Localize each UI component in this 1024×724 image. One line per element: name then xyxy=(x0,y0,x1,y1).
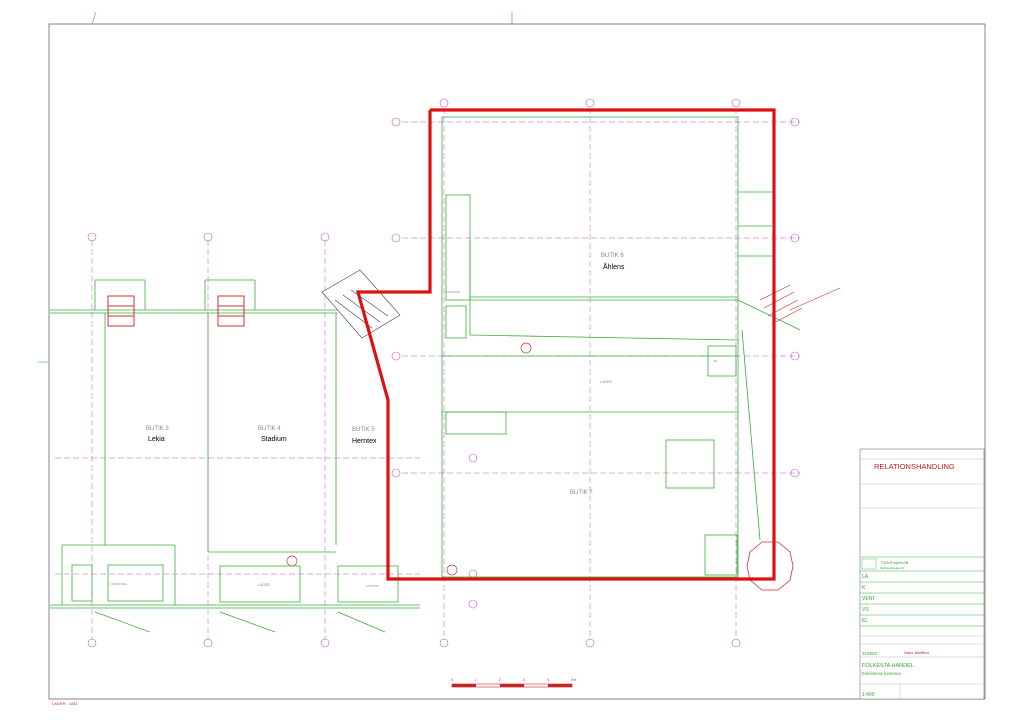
scale-tick: 5 m xyxy=(571,678,577,682)
discipline-k: K xyxy=(862,585,866,591)
scale-tick: 0 xyxy=(451,678,453,682)
doc-type: RELATIONSHANDLING xyxy=(874,462,955,471)
store-tenant-6: Åhlens xyxy=(603,262,625,271)
date: 210520 xyxy=(862,651,878,656)
left-stores-walls xyxy=(50,279,420,633)
sheet-border xyxy=(48,23,986,700)
store-tenant-5: Herntex xyxy=(352,438,377,445)
structural-grid xyxy=(55,108,800,640)
project-name: FOLKESTA HANDEL xyxy=(862,663,914,669)
ventilation-fan xyxy=(286,555,298,567)
exterior-stair xyxy=(759,284,841,325)
room-kontor: KONTOR xyxy=(366,584,380,588)
store-code-3: BUTIK 3 xyxy=(146,426,169,432)
municipality: Eskilstuna kommun xyxy=(862,671,902,676)
discipline-vent: VENT xyxy=(862,596,875,602)
store-code-7: BUTIK 7 xyxy=(570,490,593,496)
scale-tick: 3 xyxy=(523,678,525,682)
scale-tick: 4 xyxy=(547,678,549,682)
company-name: TISA Projekt AB xyxy=(880,560,909,565)
room-el: EL xyxy=(714,359,718,363)
sheet-label: LAGER - 1811 xyxy=(52,701,78,706)
stair-cores xyxy=(107,295,245,327)
scale-bar: 0 1 2 3 4 5 m xyxy=(451,678,577,688)
round-tower xyxy=(746,541,794,591)
top-mark xyxy=(91,11,97,25)
room-passage: PASSAGE xyxy=(446,290,460,294)
highlighted-area-outline xyxy=(355,108,776,581)
discipline-vs: VS xyxy=(862,607,869,613)
discipline-el: EL xyxy=(862,618,868,624)
grid-bubbles xyxy=(87,98,800,648)
signature: Hans Wøfford xyxy=(904,650,929,655)
room-lager: LAGER xyxy=(258,583,270,587)
room-lager: LAGER xyxy=(600,380,612,384)
store-code-5: BUTIK 5 xyxy=(352,427,375,433)
scale: 1:400 xyxy=(862,692,875,698)
store-code-6: BUTIK 6 xyxy=(601,253,624,259)
company-address: Sehlstedtsgatan 9 xyxy=(880,566,904,570)
right-building-walls xyxy=(441,116,801,578)
title-block: RELATIONSHANDLING TISA Projekt AB Sehlst… xyxy=(859,448,985,700)
scale-tick: 1 xyxy=(475,678,477,682)
store-tenant-3: Lekia xyxy=(148,436,165,443)
ventilation-fan xyxy=(446,564,458,576)
room-personal: PERSONAL xyxy=(111,582,128,586)
store-code-4: BUTIK 4 xyxy=(258,426,281,432)
ventilation-fan xyxy=(520,342,532,354)
store-tenant-4: Stadium xyxy=(261,436,287,443)
discipline-la: LA xyxy=(862,574,869,580)
scale-tick: 2 xyxy=(499,678,501,682)
